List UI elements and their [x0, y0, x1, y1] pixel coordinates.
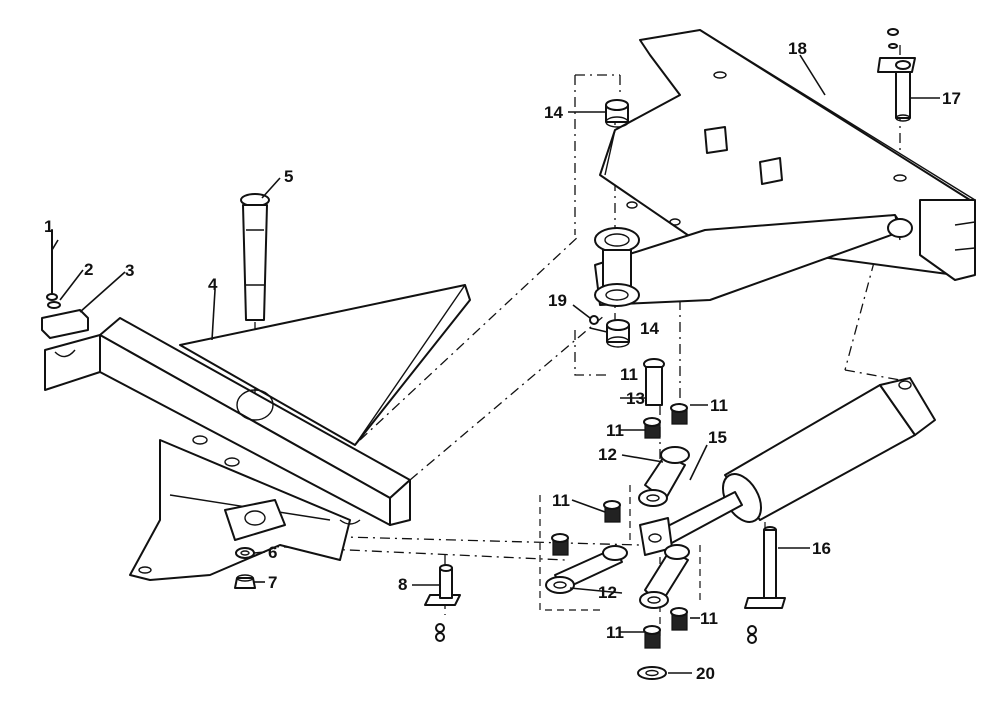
callout-20: 20 — [696, 664, 715, 683]
frame-part-4 — [44, 284, 471, 581]
link-part-12-upper — [638, 446, 690, 507]
leader-lines — [51, 54, 940, 674]
callout-14-a: 14 — [544, 103, 563, 122]
callout-8: 8 — [398, 575, 407, 594]
callout-7: 7 — [268, 573, 277, 592]
callout-11-b: 11 — [710, 396, 728, 415]
callout-16: 16 — [812, 539, 831, 558]
callout-1: 1 — [44, 217, 53, 236]
callout-11-f: 11 — [620, 365, 638, 384]
frame-part-18 — [594, 29, 976, 307]
callout-15: 15 — [708, 428, 727, 447]
callout-6: 6 — [268, 543, 277, 562]
callout-2: 2 — [84, 260, 93, 279]
callout-13: 13 — [626, 389, 645, 408]
pin-part-8 — [424, 564, 461, 642]
bushing-part-11-d — [603, 500, 621, 523]
washer-part-2 — [47, 301, 61, 309]
callout-5: 5 — [284, 167, 293, 186]
bushing-part-11-c — [551, 533, 569, 556]
callout-11-e: 11 — [606, 623, 624, 642]
bushing-part-11-b — [670, 403, 688, 425]
callout-labels: 1 2 3 4 5 6 7 8 11 11 11 11 11 11 12 12 … — [44, 39, 961, 683]
callout-12-b: 12 — [598, 583, 617, 602]
bushing-part-11-a — [643, 417, 661, 439]
pin-part-5 — [240, 193, 270, 321]
callout-3: 3 — [125, 261, 134, 280]
pin-part-13 — [643, 358, 665, 406]
callout-4: 4 — [208, 275, 218, 294]
pin-part-16 — [744, 526, 786, 644]
link-part-12-lower — [545, 545, 628, 594]
callout-11-a: 11 — [606, 421, 624, 440]
washer-part-20 — [637, 666, 667, 680]
callout-11-c: 11 — [552, 491, 570, 510]
nut-part-7 — [234, 574, 256, 589]
bushing-part-14-bottom — [606, 319, 630, 348]
bushing-part-11-f — [643, 625, 661, 649]
callout-14-b: 14 — [640, 319, 659, 338]
callout-11-d: 11 — [700, 609, 718, 628]
clamp-part-3 — [41, 309, 89, 339]
hydraulic-cylinder-part-15 — [639, 377, 936, 556]
bolt-part-1 — [46, 229, 58, 301]
callout-18: 18 — [788, 39, 807, 58]
callout-12-a: 12 — [598, 445, 617, 464]
link-part-12-right — [639, 544, 690, 609]
grease-nipple-part-19 — [589, 315, 599, 325]
bushing-part-14-top — [605, 99, 629, 128]
bushing-part-11-e — [670, 607, 688, 631]
pin-part-17 — [877, 28, 916, 122]
washer-part-6 — [235, 547, 255, 559]
callout-17: 17 — [942, 89, 961, 108]
callout-19: 19 — [548, 291, 567, 310]
